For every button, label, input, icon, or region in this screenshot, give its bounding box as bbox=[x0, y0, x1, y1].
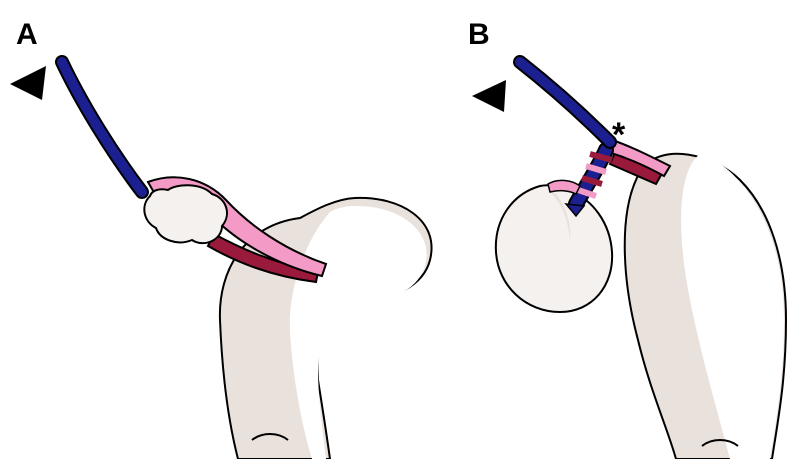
panel-a: A bbox=[10, 18, 432, 459]
panel-b-label: B bbox=[468, 18, 490, 51]
panel-b: B * bbox=[468, 18, 786, 459]
uterus-b bbox=[625, 154, 786, 459]
torsion-asterisk: * bbox=[612, 116, 626, 154]
arrowhead-icon bbox=[472, 80, 506, 112]
ovary-a bbox=[144, 185, 227, 243]
panel-a-label: A bbox=[16, 18, 38, 51]
ovary-b bbox=[496, 185, 612, 312]
arrowhead-icon bbox=[10, 66, 46, 100]
